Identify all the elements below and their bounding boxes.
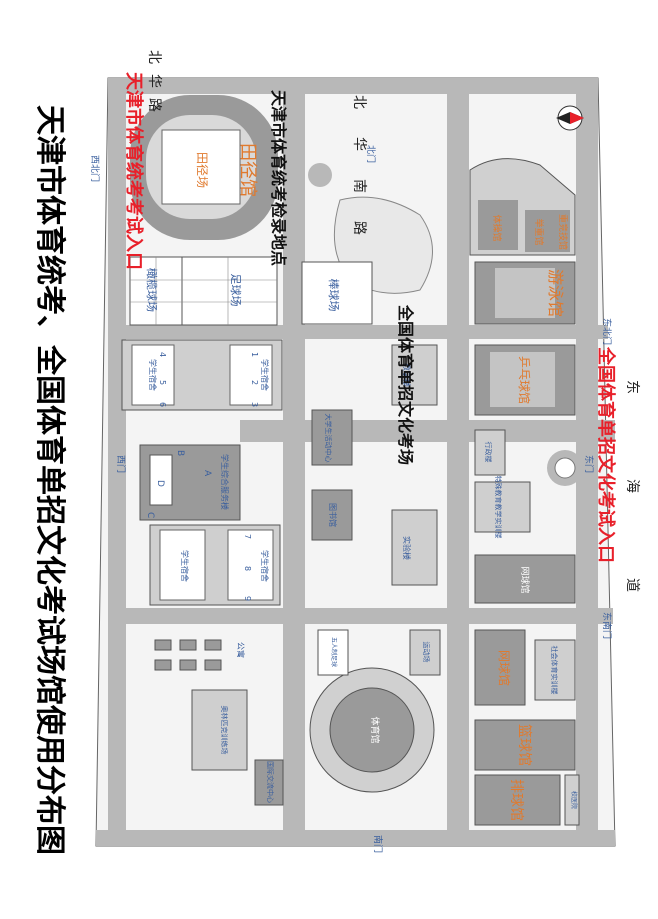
dorm-label-north-right: 学生宿舍 [260,359,270,391]
track-field-label: 田径场 [195,152,209,188]
note-exam-single: 全国体育单招文化考场 [396,304,415,465]
intl-center-label: 国际交流中心 [266,761,275,803]
playground-label: 运动场 [422,642,431,663]
football-field [181,256,278,326]
dorm-label-south-left: 学生宿舍 [180,550,190,582]
student-center [311,409,353,466]
basketball-label: 篮球馆 [516,724,532,766]
tennis-hall [474,554,576,604]
experiment-building-label: 实验楼 [402,536,412,560]
page-title: 天津市体育统考、全国体育单招文化考试场馆使用分布图 [32,105,67,855]
teaching-building-north-label: 教学楼 [402,363,412,387]
dorm-number-3: 3 [250,402,259,407]
block-letter-a: A [202,470,212,477]
five-fitness [317,629,349,676]
roundabout-east-center [554,457,576,479]
sports-teaching-building [474,481,531,533]
track-hall-label: 田径馆 [237,143,258,197]
hospital [564,774,580,826]
dorm-block-south [149,524,281,606]
compass-icon [556,105,584,131]
gate-north: 北门 [365,145,377,163]
intl-center [254,759,284,806]
field-grid [130,257,277,325]
teaching-building-north [391,344,438,406]
admin-building [474,429,506,476]
gate-east-south: 东南门 [601,612,613,639]
apartments [154,639,222,671]
gate-northwest: 西北门 [89,155,101,182]
olympic-label: 奥林匹克训练场 [220,706,229,755]
block-letter-d: D [155,480,165,487]
volleyball-hall [474,774,561,826]
gate-east: 东门 [583,455,595,473]
dorm-number-8: 8 [243,566,252,571]
block-letter-c: C [145,512,155,518]
baseball-field-label: 棒球场 [327,279,341,312]
tennis-hall-label: 网球馆 [519,566,531,593]
track-field-pitch [161,129,241,205]
table-tennis-label: 乒乓球馆 [517,356,532,404]
dorm-number-1: 1 [250,352,259,357]
dorm-number-9: 9 [243,596,252,601]
note-checkin-unified: 天津市体育统考检录地点 [269,90,288,266]
roundabout-north [308,163,332,187]
block-letter-b: B [175,450,185,456]
weightlifting-label: 举重馆 [533,218,545,245]
gate-west: 西门 [115,455,127,473]
dorm-number-4: 4 [158,352,167,357]
dorm-number-2: 2 [250,380,259,385]
sports-teaching-label: 特殊教育教学实训楼 [494,476,503,539]
five-fitness-label: 五人制足球 [330,637,338,667]
note-entrance-single: 全国体育单招文化考试入口 [595,346,617,563]
dorm-label-north-left: 学生宿舍 [148,359,158,391]
road-north-label: 北华南路 [351,95,367,263]
playground [409,629,441,676]
road-east-label: 东海道 [624,380,640,677]
social-sports-label: 社会体育实训楼 [550,646,559,695]
gym-building [474,629,526,706]
service-block-d [149,454,173,506]
rugby-field-label: 橄榄球场 [145,268,159,312]
social-sports-building [534,639,576,701]
note-entrance-unified: 天津市体育统考考试入口 [123,72,145,270]
library-label: 图书馆 [328,503,338,527]
experiment-building [391,509,438,586]
basketball-hall [474,719,576,771]
service-building-label: 学生综合服务楼 [220,454,230,510]
dorm-block-north [121,339,283,411]
gate-south: 南门 [372,835,384,853]
sports-hall [329,687,415,773]
dorm-number-7: 7 [243,534,252,539]
student-center-label: 大学生活动中心 [324,414,333,463]
table-tennis-inner [490,352,555,407]
football-field-label: 足球场 [229,274,243,307]
hospital-label: 校医院 [570,791,578,809]
apartments-label: 公寓 [236,642,246,658]
swimming-pool [495,268,555,318]
olympic-training [191,689,248,771]
road-north-vertical-label: 北华路 [146,50,162,122]
sports-hall-label: 体育馆 [369,716,381,743]
weightlifting-hall [525,210,570,252]
dorm-number-6: 6 [158,402,167,407]
wrestling-label: 重竞技馆 [557,214,569,250]
admin-label: 行政楼 [484,442,493,463]
road-network [96,78,615,846]
swimming-label: 游泳馆 [546,269,565,317]
gate-east-north: 东北门 [601,318,613,345]
gymnastics-label: 体操馆 [491,214,503,241]
baseball-field [301,261,373,325]
library [311,489,353,541]
gym-label: 网球馆 [497,650,512,686]
dorm-label-south-right: 学生宿舍 [260,550,270,582]
volleyball-label: 排球馆 [508,779,524,821]
dorm-number-5: 5 [158,380,167,385]
gymnastics-hall [478,200,518,250]
